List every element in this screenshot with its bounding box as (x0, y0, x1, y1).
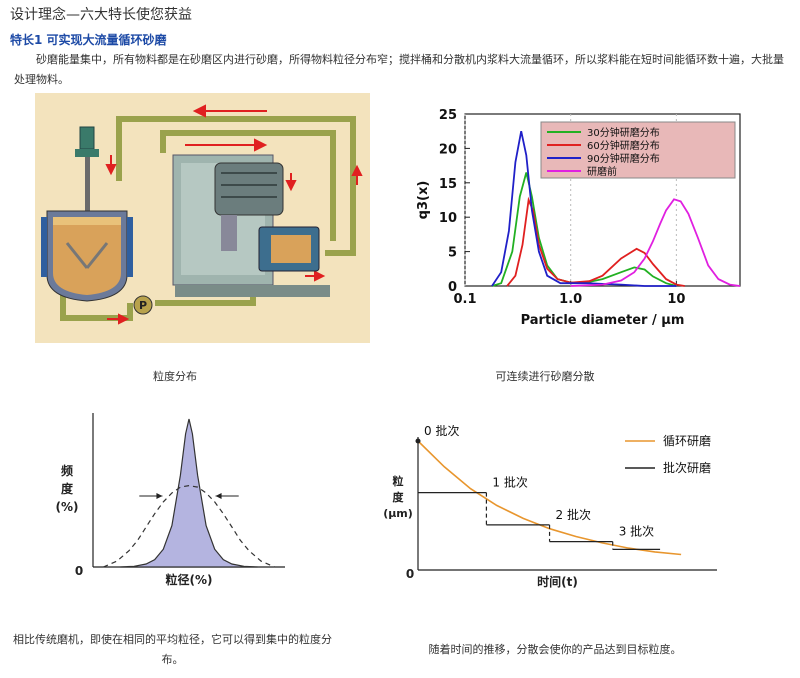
narrow-arrowhead-right (215, 492, 222, 499)
legend-label-2: 60分钟研磨分布 (587, 139, 660, 152)
batch-start-point (415, 438, 421, 444)
x-tick-label: 1.0 (559, 292, 582, 307)
caption-particle-chart: 可连续进行砂磨分散 (495, 370, 595, 383)
pump-label: P (139, 299, 147, 312)
origin-label: 0 (75, 564, 83, 578)
legend-label-3: 90分钟研磨分布 (587, 152, 660, 165)
batch-label-1: 1 批次 (492, 475, 527, 490)
intro-paragraph: 砂磨能量集中，所有物料都是在砂磨区内进行砂磨，所得物料粒径分布窄；搅拌桶和分散机… (14, 53, 784, 86)
y-axis-label-line-2: 度 (393, 490, 405, 504)
y-axis-label-line-1: 粒 (393, 474, 404, 488)
legend-label-4: 研磨前 (587, 165, 617, 178)
x-tick-label: 10 (667, 292, 685, 307)
y-axis-label-line-2: 度 (61, 481, 74, 496)
page-title: 设计理念—六大特长使您获益 (10, 7, 192, 23)
y-axis-label-line-3: (%) (56, 500, 79, 514)
batch-label-0: 0 批次 (424, 425, 459, 438)
caption-time-chart: 随着时间的推移，分散会使你的产品达到目标粒度。 (428, 643, 682, 656)
machine-illustration: P (35, 93, 370, 343)
y-tick-label: 10 (439, 211, 457, 226)
conventional-distribution-curve (103, 484, 275, 568)
x-axis-label: 时间(t) (537, 574, 578, 589)
x-axis-label: Particle diameter / μm (521, 313, 685, 328)
dispersing-machine (172, 154, 330, 297)
y-axis-label: q3(x) (416, 181, 431, 220)
legend-label-1: 循环研磨 (663, 434, 711, 448)
circulation-pipes (60, 116, 356, 321)
feature-title: 特长1 可实现大流量循环砂磨 (10, 33, 167, 47)
legend-label-2: 批次研磨 (663, 460, 711, 475)
narrow-arrowhead-left (156, 492, 163, 499)
caption-distribution: 相比传统磨机，即使在相同的平均粒径，它可以得到集中的粒度分布。 (13, 633, 332, 666)
x-axis-label: 粒径(%) (166, 572, 213, 587)
y-axis-label-line-1: 频 (61, 463, 73, 478)
series-line-2 (506, 196, 685, 287)
origin-label: 0 (406, 567, 414, 581)
y-tick-label: 25 (439, 108, 457, 123)
series-line-4 (570, 198, 741, 287)
y-tick-label: 15 (439, 177, 457, 192)
y-tick-label: 5 (448, 246, 457, 261)
x-tick-label: 0.1 (453, 292, 476, 307)
batch-label-2: 2 批次 (556, 507, 591, 522)
y-tick-label: 0 (448, 280, 457, 295)
narrow-distribution-area (120, 418, 258, 568)
y-axis-label-line-3: (μm) (383, 507, 413, 520)
series-line-3 (491, 131, 677, 287)
pump: P (133, 295, 153, 315)
batch-label-3: 3 批次 (619, 524, 654, 539)
caption-machine: 粒度分布 (153, 370, 197, 383)
distribution-diagram: 0 频度 (%) 粒径(%) (55, 405, 310, 590)
time-chart: 0 粒度 (μm) 时间(t) 0 批次 1 批次 2 批次 3 批次 循环研磨批次研磨 (355, 423, 730, 590)
mixing-tank (41, 126, 133, 302)
y-tick-label: 20 (439, 142, 457, 157)
legend-label-1: 30分钟研磨分布 (587, 126, 660, 139)
